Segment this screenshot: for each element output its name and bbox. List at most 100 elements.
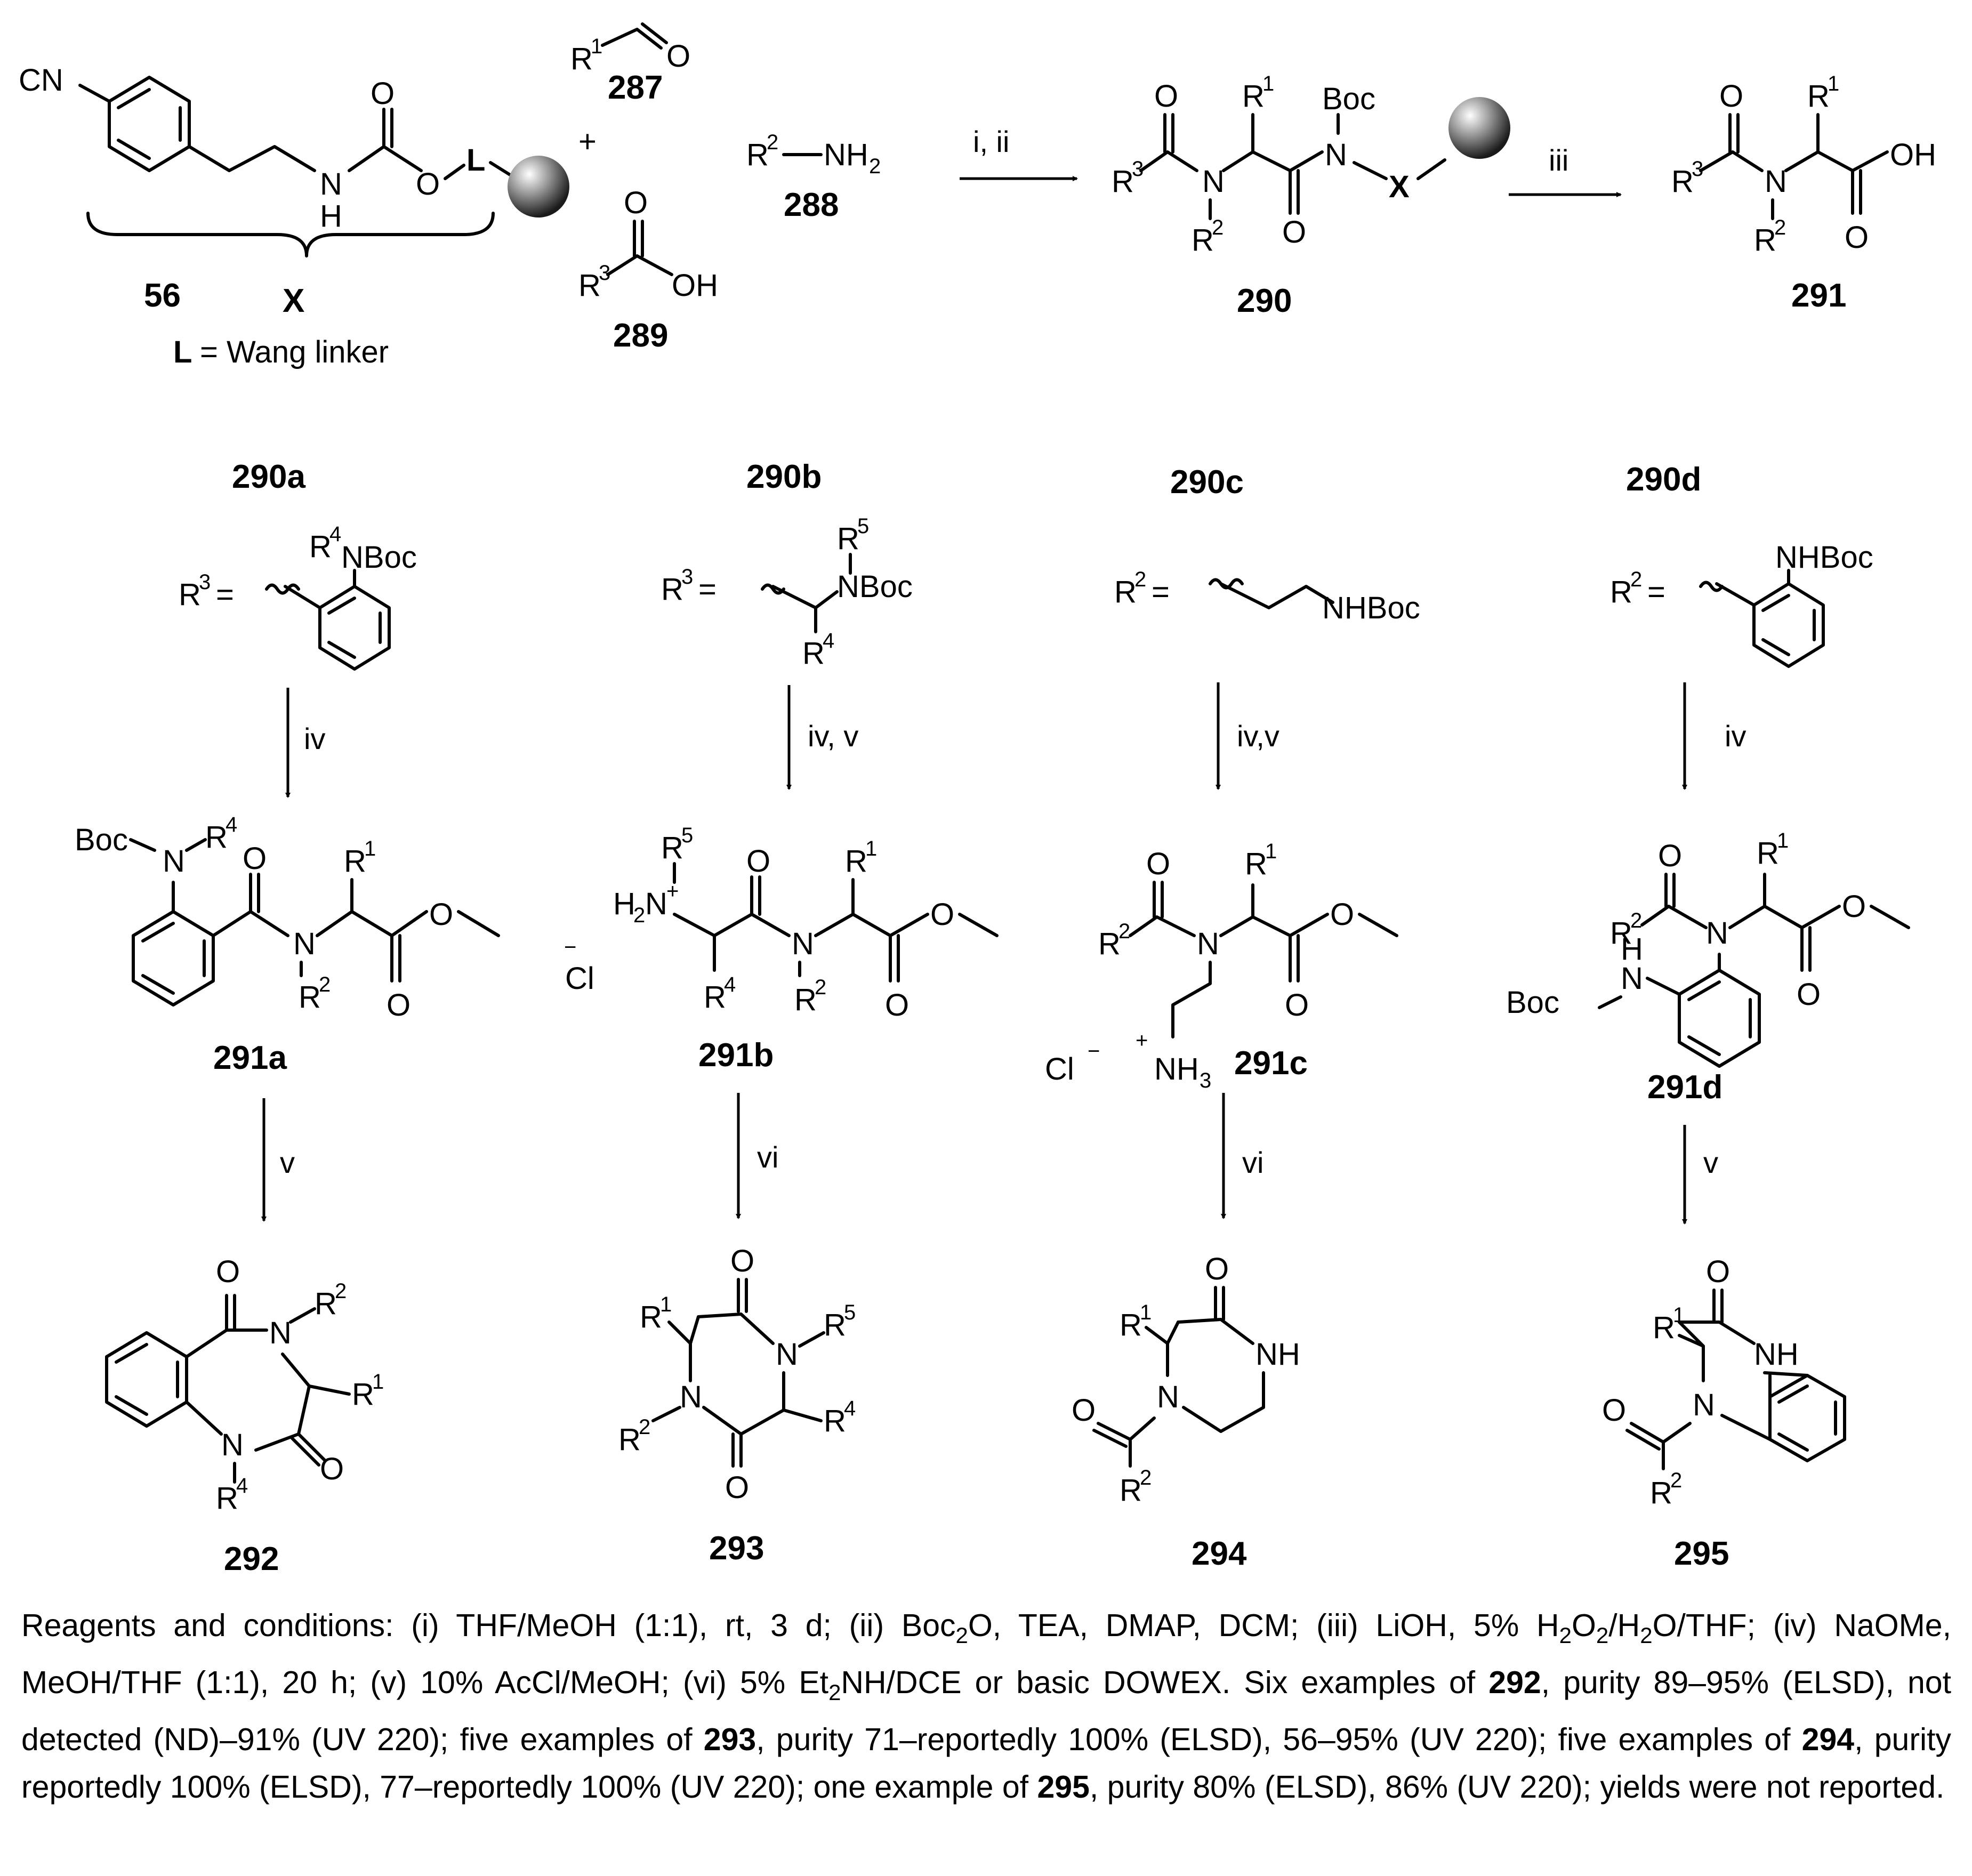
svg-text:4: 4: [329, 522, 341, 546]
svg-text:R: R: [1754, 223, 1776, 257]
structure-291a: Boc N R4 O N R2 R1 O O 291a: [75, 813, 500, 1076]
svg-text:=: =: [698, 572, 717, 607]
svg-text:N: N: [1157, 1380, 1179, 1414]
svg-text:O: O: [1719, 79, 1743, 114]
arrow-label-iii: iii: [1549, 143, 1568, 177]
svg-text:O: O: [1602, 1393, 1626, 1428]
svg-text:R: R: [618, 1422, 641, 1457]
svg-text:NH: NH: [824, 138, 868, 172]
svg-text:Cl: Cl: [565, 961, 594, 996]
svg-text:O: O: [1706, 1254, 1730, 1289]
svg-text:=: =: [216, 577, 234, 612]
svg-text:4: 4: [844, 1397, 856, 1420]
svg-text:1: 1: [1140, 1301, 1152, 1324]
svg-text:1: 1: [1673, 1303, 1685, 1327]
label-290a: 290a: [232, 458, 305, 495]
svg-text:O: O: [416, 167, 440, 202]
arrow-label-291c: vi: [1242, 1146, 1263, 1179]
svg-text:1: 1: [591, 35, 602, 58]
svg-text:R: R: [216, 1481, 238, 1516]
svg-text:2: 2: [335, 1279, 347, 1303]
rgroup-290b: R3= NBoc R5 R4: [661, 514, 913, 671]
svg-text:1: 1: [660, 1293, 672, 1316]
svg-text:N: N: [1765, 164, 1787, 199]
svg-text:4: 4: [236, 1474, 248, 1497]
arrow-label-290a: iv: [304, 722, 325, 755]
svg-text:R: R: [309, 529, 332, 564]
svg-text:=: =: [1647, 575, 1665, 609]
svg-text:NH: NH: [1154, 1052, 1199, 1086]
svg-text:N: N: [645, 887, 667, 921]
svg-text:+: +: [666, 880, 679, 903]
label-288: 288: [784, 187, 839, 223]
svg-text:2: 2: [1118, 920, 1130, 943]
svg-text:1: 1: [364, 837, 376, 860]
structure-295: O NH N R1 O R2 295: [1602, 1254, 1846, 1572]
svg-text:R: R: [1245, 847, 1267, 881]
svg-text:2: 2: [633, 904, 645, 927]
svg-text:R: R: [845, 844, 867, 879]
svg-text:N: N: [1706, 916, 1728, 951]
svg-text:R: R: [661, 831, 683, 865]
svg-text:O: O: [1797, 977, 1821, 1012]
svg-text:5: 5: [857, 514, 869, 538]
svg-text:3: 3: [1692, 157, 1703, 181]
svg-text:R: R: [802, 636, 825, 671]
svg-text:2: 2: [1630, 909, 1642, 932]
svg-text:O: O: [1330, 897, 1354, 932]
label-291: 291: [1791, 277, 1846, 314]
svg-text:O: O: [1285, 988, 1309, 1022]
svg-text:2: 2: [1630, 568, 1642, 591]
svg-text:O: O: [1154, 79, 1178, 114]
svg-text:R: R: [824, 1404, 846, 1438]
svg-text:R: R: [344, 844, 366, 879]
svg-text:Cl: Cl: [1045, 1052, 1074, 1086]
svg-text:−: −: [1088, 1040, 1100, 1063]
label-290d: 290d: [1626, 461, 1701, 498]
svg-text:O: O: [429, 897, 453, 932]
label-289: 289: [613, 317, 668, 354]
svg-text:N: N: [163, 844, 185, 879]
label-56: 56: [144, 277, 181, 314]
svg-text:R: R: [1098, 927, 1121, 961]
svg-text:R: R: [1242, 79, 1265, 114]
arrow-label-i-ii: i, ii: [973, 125, 1009, 158]
svg-text:H: H: [1621, 932, 1643, 967]
svg-text:O: O: [1282, 215, 1306, 249]
svg-text:O: O: [666, 39, 690, 74]
label-292: 292: [224, 1541, 279, 1577]
svg-text:R: R: [299, 980, 321, 1015]
svg-text:3: 3: [199, 570, 211, 594]
svg-text:2: 2: [815, 976, 826, 999]
structure-293: O N R5 R4 O N R2 R1 293: [618, 1244, 856, 1567]
svg-text:R: R: [1653, 1310, 1675, 1345]
svg-text:R: R: [1120, 1473, 1142, 1508]
svg-text:R: R: [315, 1286, 337, 1321]
svg-text:H: H: [613, 887, 635, 921]
svg-text:O: O: [930, 897, 954, 932]
svg-text:X: X: [1389, 170, 1410, 204]
label-294: 294: [1192, 1535, 1247, 1572]
label-290b: 290b: [746, 458, 822, 495]
svg-text:NBoc: NBoc: [341, 540, 417, 575]
svg-text:N: N: [320, 167, 342, 202]
svg-text:NHBoc: NHBoc: [1322, 591, 1420, 625]
svg-text:O: O: [725, 1470, 749, 1505]
svg-text:R: R: [205, 820, 228, 855]
svg-text:N: N: [1693, 1388, 1715, 1422]
svg-text:R: R: [570, 42, 593, 76]
svg-text:O: O: [624, 186, 648, 220]
svg-text:O: O: [1146, 847, 1170, 881]
svg-text:N: N: [792, 927, 814, 961]
svg-text:O: O: [243, 841, 267, 876]
svg-text:O: O: [746, 844, 770, 879]
svg-text:2: 2: [869, 155, 881, 178]
svg-text:1: 1: [865, 837, 877, 860]
rgroup-290c: R2= NHBoc: [1114, 568, 1420, 625]
svg-text:N: N: [1202, 164, 1225, 199]
svg-text:O: O: [1842, 889, 1866, 924]
svg-text:NH: NH: [1754, 1337, 1799, 1372]
svg-text:R: R: [1112, 164, 1134, 199]
